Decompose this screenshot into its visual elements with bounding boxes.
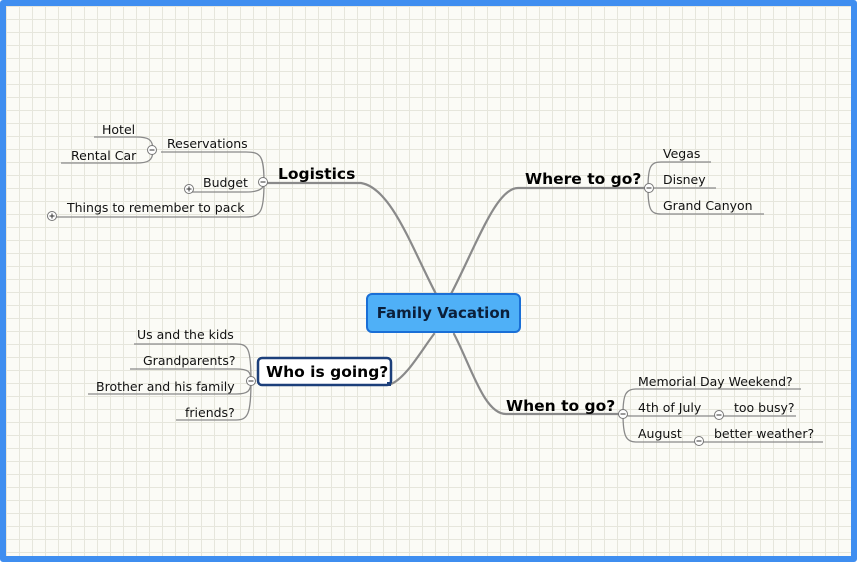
logistics-subtree: Logistics Reservations Hotel Rental Car … <box>47 122 355 221</box>
collapse-toggle-july[interactable] <box>714 410 724 420</box>
rental-car-label[interactable]: Rental Car <box>71 148 137 163</box>
connector-reservations <box>161 151 265 184</box>
who-label[interactable]: Who is going? <box>266 363 388 381</box>
brother-label[interactable]: Brother and his family <box>96 379 235 394</box>
connector-things <box>54 182 265 218</box>
connector-grand-canyon <box>647 187 764 215</box>
reservations-label[interactable]: Reservations <box>167 136 248 151</box>
collapse-toggle-who[interactable] <box>246 376 256 386</box>
friends-label[interactable]: friends? <box>185 405 235 420</box>
collapse-toggle-logistics[interactable] <box>258 177 268 187</box>
things-label[interactable]: Things to remember to pack <box>66 200 245 215</box>
branch-when-line <box>452 332 625 416</box>
collapse-toggle-reservations[interactable] <box>147 145 157 155</box>
too-busy-label[interactable]: too busy? <box>734 400 795 415</box>
grandparents-label[interactable]: Grandparents? <box>143 353 235 368</box>
connector-friends <box>176 380 252 421</box>
collapse-toggle-august[interactable] <box>694 436 704 446</box>
when-subtree: When to go? Memorial Day Weekend? 4th of… <box>506 374 823 446</box>
who-node-selected[interactable] <box>256 356 393 387</box>
logistics-label[interactable]: Logistics <box>278 165 355 183</box>
better-weather-label[interactable]: better weather? <box>714 426 814 441</box>
who-subtree: Who is going? Us and the kids Grandparen… <box>88 327 393 421</box>
collapse-toggle-when[interactable] <box>618 409 628 419</box>
grand-canyon-label[interactable]: Grand Canyon <box>663 198 753 213</box>
branch-where-line <box>449 186 650 296</box>
us-and-the-kids-label[interactable]: Us and the kids <box>137 327 234 342</box>
mindmap-diagram: Logistics Reservations Hotel Rental Car … <box>47 122 823 446</box>
central-topic-box[interactable] <box>366 293 521 333</box>
connector-vegas <box>647 161 711 189</box>
july-label[interactable]: 4th of July <box>638 400 702 415</box>
where-subtree: Where to go? Vegas Disney Grand Canyon <box>525 146 764 215</box>
vegas-label[interactable]: Vegas <box>663 146 700 161</box>
collapse-toggle-where[interactable] <box>644 183 654 193</box>
central-topic-label[interactable]: Family Vacation <box>377 304 511 322</box>
memorial-label[interactable]: Memorial Day Weekend? <box>638 374 793 389</box>
august-label[interactable]: August <box>638 426 682 441</box>
main-branches <box>262 181 650 416</box>
where-label[interactable]: Where to go? <box>525 170 641 188</box>
central-topic[interactable]: Family Vacation <box>366 293 521 333</box>
hotel-label[interactable]: Hotel <box>102 122 135 137</box>
expand-toggle-budget[interactable] <box>184 184 194 194</box>
expand-toggle-things[interactable] <box>47 211 57 221</box>
disney-label[interactable]: Disney <box>663 172 706 187</box>
connector-us-and-the-kids <box>134 343 252 382</box>
connector-august <box>622 413 823 443</box>
selection-handle[interactable] <box>387 382 391 386</box>
budget-label[interactable]: Budget <box>203 175 248 190</box>
branch-who-line <box>389 332 436 386</box>
when-label[interactable]: When to go? <box>506 397 615 415</box>
connector-memorial <box>622 388 801 415</box>
branch-logistics-line <box>262 181 438 296</box>
